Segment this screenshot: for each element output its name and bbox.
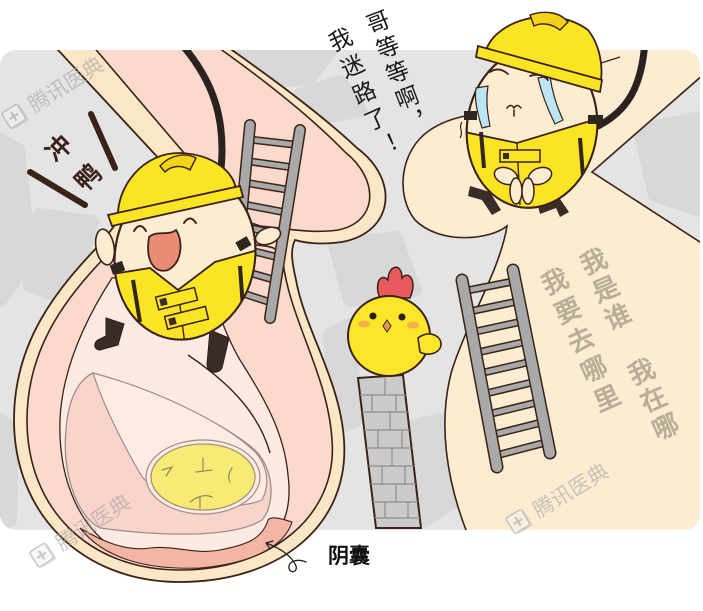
left-foot-icon (468, 186, 501, 215)
label-arrow-icon (265, 540, 307, 573)
right-character-crying (456, 11, 608, 217)
anatomy-label: 阴囊 (328, 544, 370, 568)
tear-right (537, 75, 564, 125)
vest-buckle (499, 149, 541, 163)
left-character-cheering (94, 152, 282, 373)
right-ladder (455, 263, 557, 474)
wobbly-mouth (506, 104, 522, 117)
action-lines (27, 111, 118, 208)
right-boot-icon (206, 329, 230, 373)
sac-bottom-layer (79, 517, 293, 569)
eye-right (183, 217, 197, 224)
left-safety-cable (181, 50, 226, 182)
medical-book-plus-icon (29, 542, 57, 568)
medical-book-plus-icon (1, 103, 29, 129)
vest-buckles (154, 286, 210, 331)
helmet-icon (483, 15, 603, 88)
clasped-hands (493, 166, 553, 205)
medical-book-plus-icon (505, 509, 533, 534)
left-boot-icon (94, 317, 125, 351)
testis-nucleus (150, 443, 256, 511)
helmet-icon (117, 152, 237, 224)
ladder-hand (254, 226, 282, 246)
raised-hand (94, 228, 116, 266)
watermark: 腾讯医典 (26, 489, 135, 572)
tear-left (474, 85, 491, 129)
right-safety-cable (594, 50, 648, 130)
watermark: 腾讯医典 (0, 52, 108, 133)
chick-icon (347, 266, 442, 377)
brick-pillar (356, 373, 423, 529)
open-mouth (147, 228, 182, 272)
eye-left (133, 225, 147, 232)
right-foot-icon (538, 199, 569, 217)
watermark: 腾讯医典 (503, 459, 613, 538)
